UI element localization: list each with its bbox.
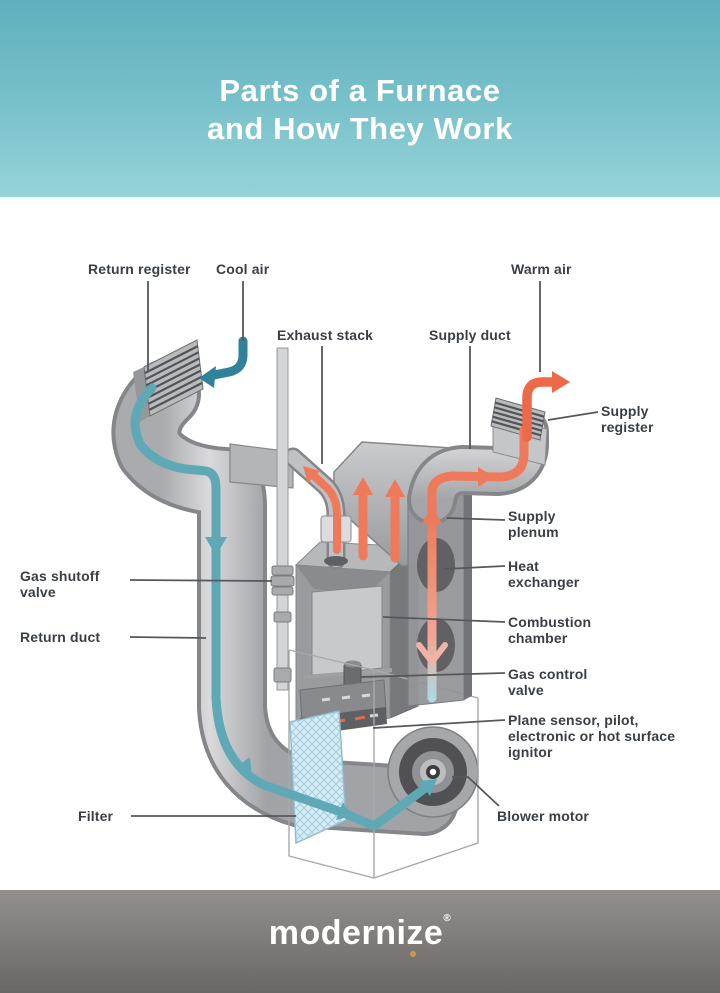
- return-register-louvers: [144, 345, 203, 411]
- connector-gas-control-valve: [360, 672, 506, 678]
- connector-gas-shutoff-valve: [129, 579, 273, 582]
- furnace-body: [294, 541, 420, 736]
- warm-air-flow: [353, 425, 529, 703]
- page-title-line2: and How They Work: [207, 111, 513, 146]
- combustion-chamber-panel: [311, 585, 383, 677]
- label-supply-plenum: Supply plenum: [508, 508, 559, 540]
- connector-return-duct: [129, 636, 207, 639]
- logo-text-2: e: [423, 914, 444, 952]
- page-title-line1: Parts of a Furnace: [219, 73, 501, 108]
- label-filter: Filter: [78, 808, 114, 824]
- logo-z-dot: [410, 951, 417, 957]
- label-connectors: [129, 281, 599, 817]
- label-gas-control-valve: Gas control valve: [508, 666, 588, 698]
- connector-supply-register: [547, 411, 599, 421]
- label-plane-sensor: Plane sensor, pilot, electronic or hot s…: [508, 712, 676, 760]
- label-return-duct: Return duct: [20, 629, 101, 645]
- connector-plane-sensor: [372, 719, 506, 729]
- pipe-fitting-upper: [273, 611, 292, 623]
- label-combustion-chamber: Combustion chamber: [508, 614, 592, 646]
- connector-heat-exchanger: [443, 565, 506, 570]
- connector-supply-plenum: [446, 517, 506, 521]
- cool-air-flow: [130, 383, 437, 831]
- logo-text-1: moderni: [268, 914, 407, 952]
- connector-blower-motor: [452, 776, 500, 807]
- pipe-fitting-lower: [273, 667, 292, 683]
- label-warm-air: Warm air: [511, 261, 572, 277]
- diagram-area: [0, 198, 720, 890]
- supply-register-louvers: [491, 401, 545, 437]
- return-duct-shape: [111, 359, 459, 836]
- filter-panel: [289, 710, 347, 845]
- header-banner: Parts of a Furnace and How They Work: [0, 0, 720, 197]
- label-exhaust-stack: Exhaust stack: [277, 327, 374, 343]
- logo-z: z: [406, 914, 424, 957]
- label-cool-air: Cool air: [216, 261, 270, 277]
- registered-mark: ®: [443, 913, 452, 924]
- exhaust-stack-pipe: [270, 347, 295, 691]
- label-return-register: Return register: [88, 261, 191, 277]
- warm-air-arrow: [522, 371, 570, 442]
- label-gas-shutoff-valve: Gas shutoff valve: [20, 568, 100, 600]
- exhaust-flow-arrow: [303, 466, 341, 554]
- furnace-illustration: [111, 281, 599, 879]
- label-supply-duct: Supply duct: [429, 327, 511, 343]
- label-supply-register: Supply register: [601, 403, 654, 435]
- label-heat-exchanger: Heat exchanger: [508, 558, 580, 590]
- label-blower-motor: Blower motor: [497, 808, 590, 824]
- connector-combustion-chamber: [382, 616, 506, 623]
- cool-air-arrow: [199, 336, 248, 388]
- gas-shutoff-valve-shape: [270, 565, 295, 596]
- flue-collar: [324, 556, 348, 566]
- manifold-ports: [321, 693, 371, 702]
- furnace-hood: [296, 565, 390, 594]
- page-title: Parts of a Furnace and How They Work: [0, 72, 720, 148]
